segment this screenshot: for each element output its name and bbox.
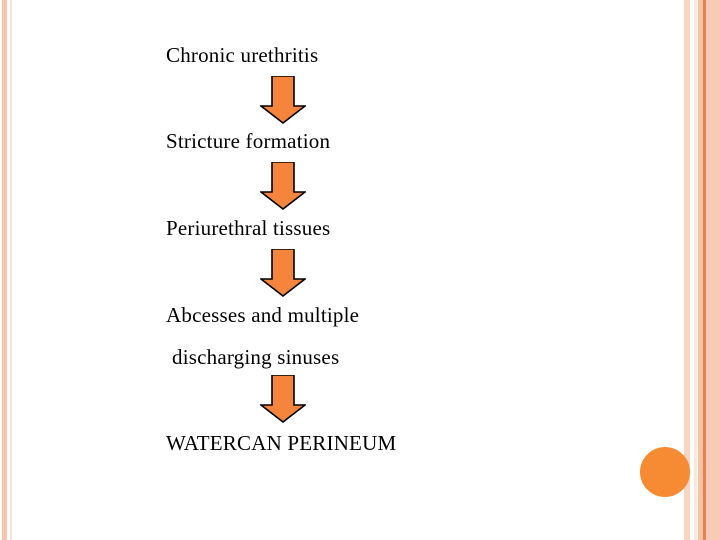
orange-circle-decoration — [640, 447, 690, 497]
flow-step-periurethral-tissues: Periurethral tissues — [166, 216, 331, 240]
flow-step-watercan-perineum: WATERCAN PERINEUM — [166, 431, 397, 455]
down-arrow-icon — [260, 76, 306, 124]
right-edge-stripe-5 — [706, 0, 720, 540]
flow-step-abcesses-line2: discharging sinuses — [172, 345, 340, 369]
right-edge-stripe-3 — [698, 0, 703, 540]
down-arrow-icon — [260, 162, 306, 210]
left-edge-stripe-inner — [10, 0, 12, 540]
right-edge-stripe-1 — [684, 0, 690, 540]
flow-step-stricture-formation: Stricture formation — [166, 129, 331, 153]
right-edge-stripe-4 — [703, 0, 706, 540]
flow-step-chronic-urethritis: Chronic urethritis — [166, 43, 319, 67]
right-edge-stripe-2 — [694, 0, 697, 540]
down-arrow-icon — [260, 375, 306, 423]
down-arrow-icon — [260, 249, 306, 297]
flow-step-abcesses-line1: Abcesses and multiple — [166, 303, 360, 327]
left-edge-stripe-outer — [2, 0, 7, 540]
